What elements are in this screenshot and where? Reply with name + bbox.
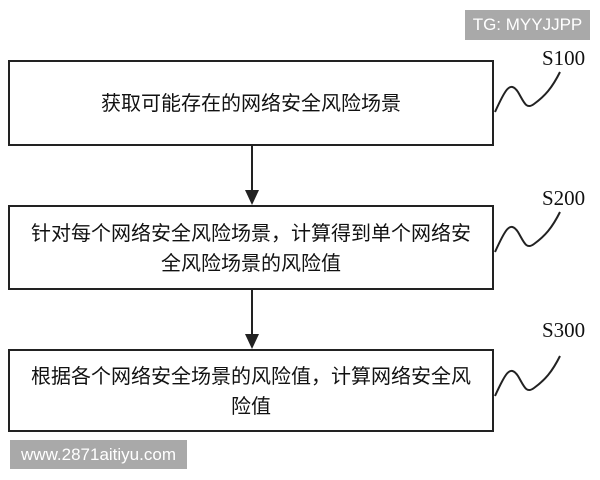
step-label-s300: S300 xyxy=(542,318,586,342)
watermark-bottom: www.2871aitiyu.com xyxy=(10,440,187,469)
arrow-s200-to-s300 xyxy=(245,289,259,349)
arrow-s100-to-s200 xyxy=(245,146,259,205)
step-label-s200: S200 xyxy=(542,186,586,210)
step-box-s200: 针对每个网络安全风险场景，计算得到单个网络安全风险场景的风险值 xyxy=(8,205,494,290)
leader-s200 xyxy=(494,211,561,253)
watermark-top: TG: MYYJJPP xyxy=(465,10,590,40)
step-label-s100: S100 xyxy=(542,46,586,70)
step-text-s100: 获取可能存在的网络安全风险场景 xyxy=(101,91,401,115)
leader-s300 xyxy=(494,355,561,397)
leader-s100 xyxy=(494,71,561,113)
step-box-s100: 获取可能存在的网络安全风险场景 xyxy=(8,60,494,146)
step-text-s200: 针对每个网络安全风险场景，计算得到单个网络安全风险场景的风险值 xyxy=(31,220,471,275)
step-text-s300: 根据各个网络安全场景的风险值，计算网络安全风险值 xyxy=(31,363,471,418)
step-box-s300: 根据各个网络安全场景的风险值，计算网络安全风险值 xyxy=(8,349,494,432)
